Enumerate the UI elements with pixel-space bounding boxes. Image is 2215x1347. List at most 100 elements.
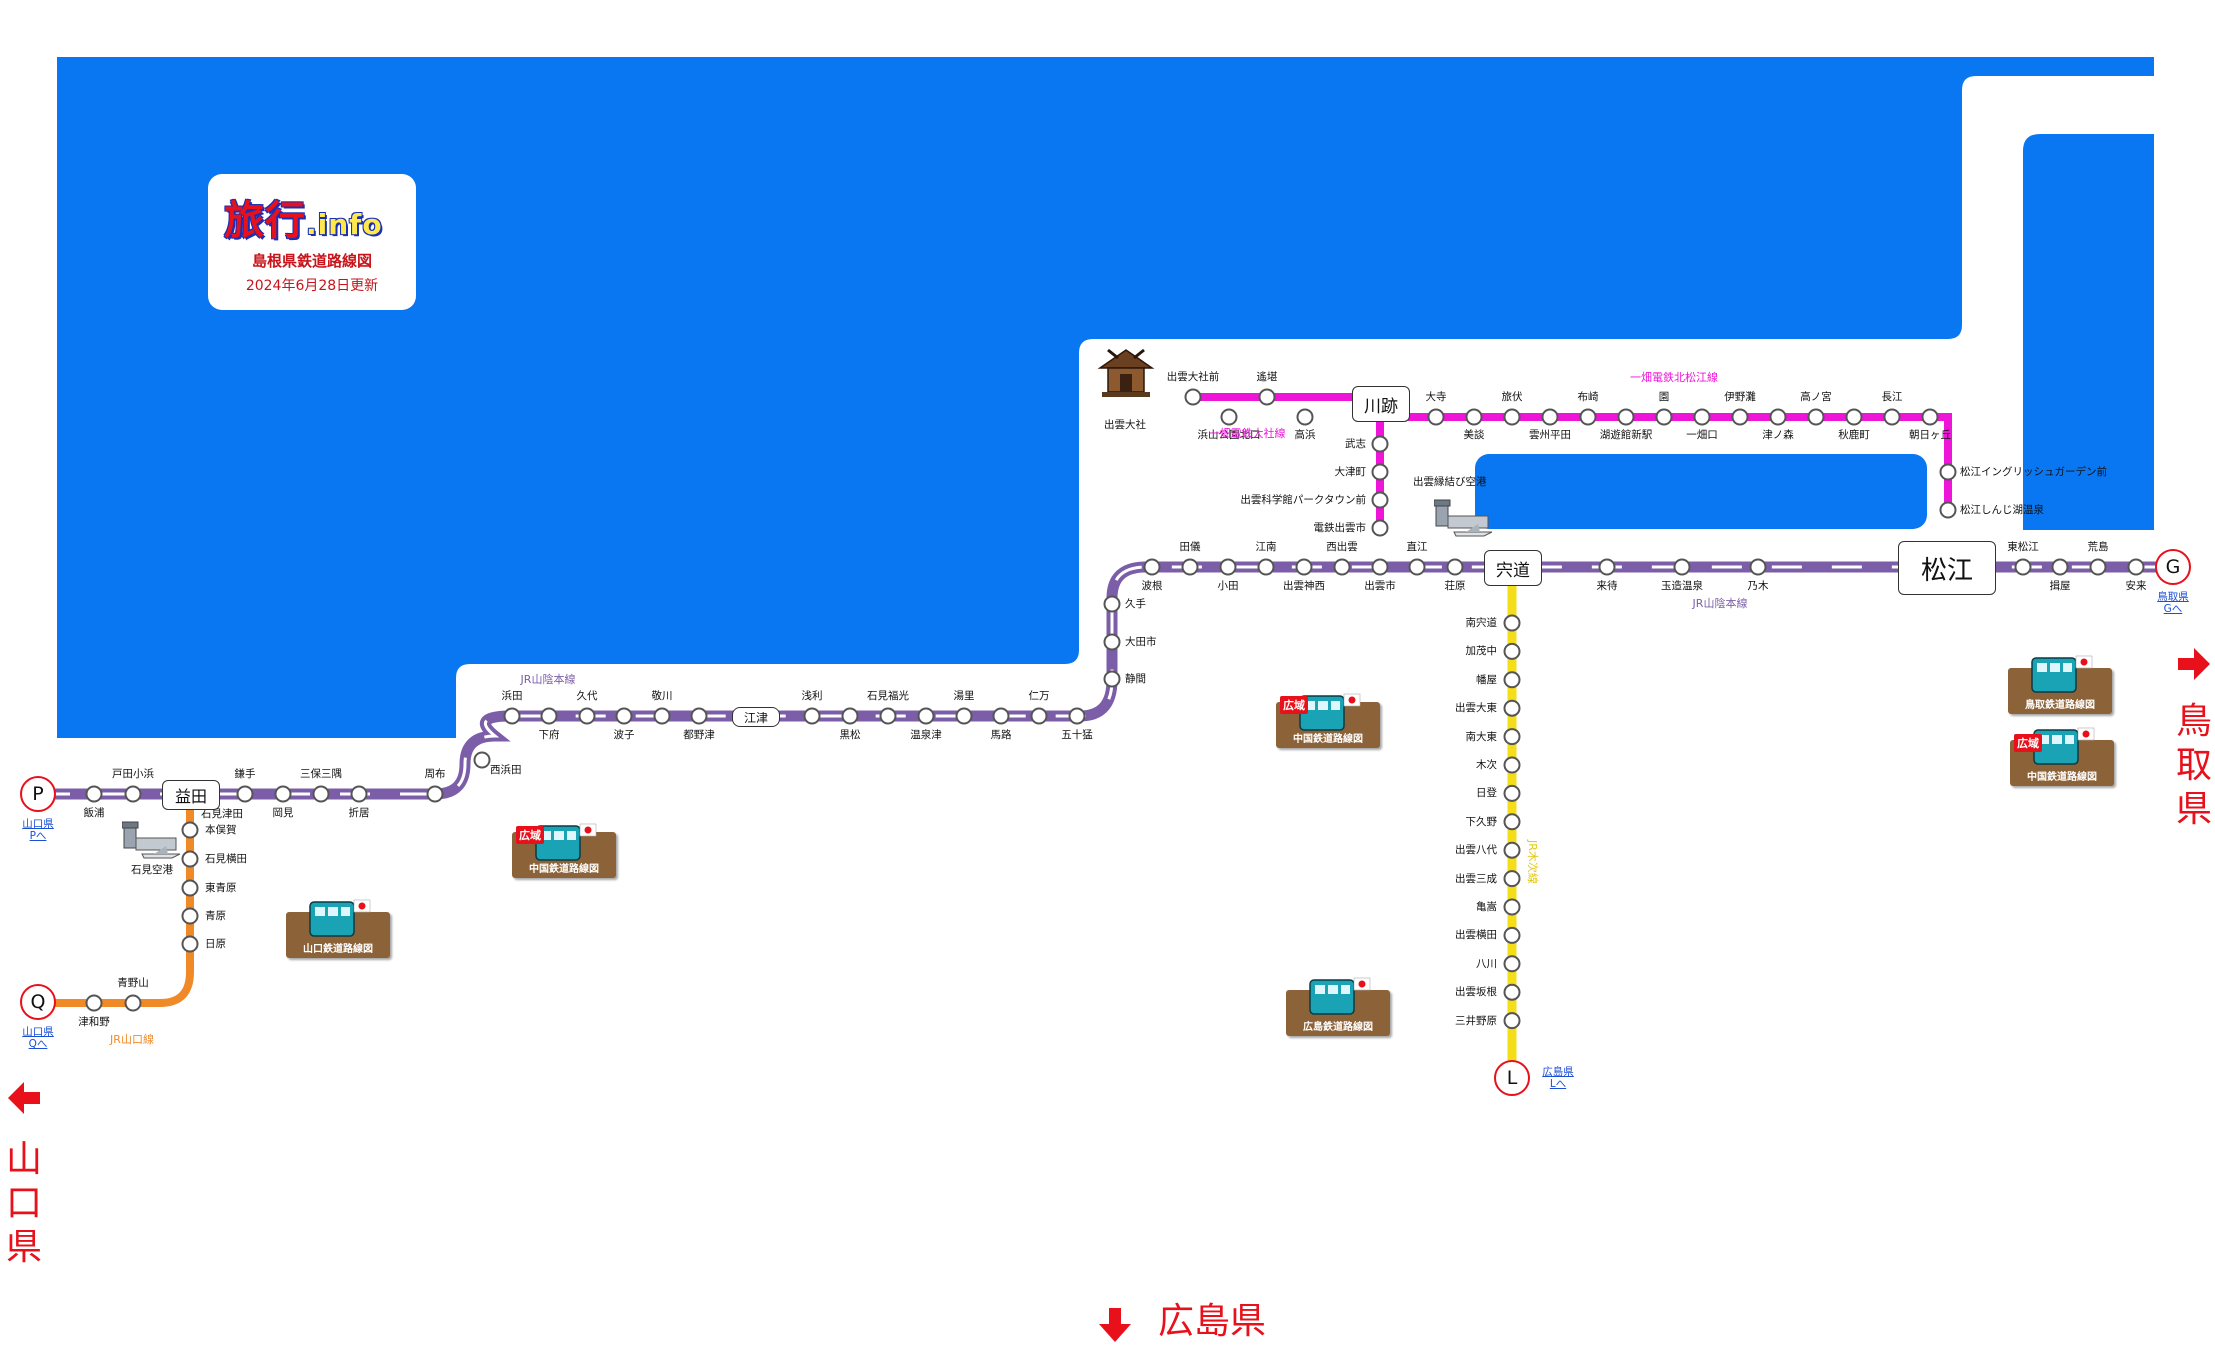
station-dot-sanguchi-1[interactable]	[181, 821, 199, 839]
station-dot-sanin-mid-7[interactable]	[1068, 707, 1086, 725]
airport-icon[interactable]	[1434, 492, 1494, 538]
station-dot-sanin-west-0[interactable]	[85, 785, 103, 803]
station-dot-sanin-mid-19[interactable]	[1446, 558, 1464, 576]
station-dot-sanin-west-10[interactable]	[578, 707, 596, 725]
station-dot-ichibata-kita-7[interactable]	[1693, 408, 1711, 426]
station-dot-kisuki-11[interactable]	[1503, 926, 1521, 944]
station-dot-sanguchi-2[interactable]	[181, 850, 199, 868]
station-dot-ichibata-kita-10[interactable]	[1807, 408, 1825, 426]
station-dot-ichibata-taisha-6[interactable]	[1371, 491, 1389, 509]
station-dot-ichibata-taisha-7[interactable]	[1371, 519, 1389, 537]
station-dot-kisuki-7[interactable]	[1503, 813, 1521, 831]
station-dot-kisuki-0[interactable]	[1503, 614, 1521, 632]
station-dot-sanin-mid-9[interactable]	[1103, 633, 1121, 651]
station-dot-ichibata-kita-11[interactable]	[1845, 408, 1863, 426]
station-dot-ichibata-taisha-0[interactable]	[1184, 388, 1202, 406]
station-dot-sanin-west-6[interactable]	[426, 785, 444, 803]
station-dot-kisuki-6[interactable]	[1503, 784, 1521, 802]
station-dot-ichibata-kita-0[interactable]	[1465, 408, 1483, 426]
station-kawato[interactable]: 川跡	[1352, 386, 1410, 422]
station-dot-sanin-mid-6[interactable]	[1030, 707, 1048, 725]
station-dot-sanin-east-3[interactable]	[2014, 558, 2032, 576]
station-dot-kisuki-13[interactable]	[1503, 983, 1521, 1001]
station-masuda[interactable]: 益田	[162, 780, 220, 810]
station-dot-ichibata-kita-8[interactable]	[1731, 408, 1749, 426]
edge-circle-g[interactable]: G	[2155, 549, 2191, 585]
station-dot-sanin-west-2[interactable]	[236, 785, 254, 803]
station-dot-ichibata-taisha-3[interactable]	[1296, 408, 1314, 426]
station-dot-ichibata-kita-9[interactable]	[1769, 408, 1787, 426]
pref-label-hiroshima[interactable]: 広島県	[1158, 1301, 1267, 1342]
station-dot-sanin-west-7[interactable]	[473, 751, 491, 769]
station-dot-sanin-mid-16[interactable]	[1333, 558, 1351, 576]
arrow-down-icon[interactable]	[1097, 1306, 1133, 1344]
station-dot-sanguchi-4[interactable]	[181, 907, 199, 925]
station-matsue[interactable]: 松江	[1898, 541, 1996, 595]
station-dot-sanin-mid-5[interactable]	[992, 707, 1010, 725]
station-dot-ichibata-kita-15[interactable]	[1939, 501, 1957, 519]
badge-hiroshima[interactable]: 広島鉄道路線図	[1286, 976, 1390, 1038]
station-dot-sanin-mid-10[interactable]	[1103, 595, 1121, 613]
iwami-airport-icon[interactable]	[122, 814, 182, 860]
station-dot-sanin-west-11[interactable]	[615, 707, 633, 725]
station-dot-sanin-west-1[interactable]	[124, 785, 142, 803]
station-dot-sanin-mid-13[interactable]	[1219, 558, 1237, 576]
station-dot-sanin-mid-18[interactable]	[1408, 558, 1426, 576]
station-dot-kisuki-4[interactable]	[1503, 728, 1521, 746]
station-gotsu[interactable]: 江津	[732, 707, 780, 727]
station-dot-sanin-west-3[interactable]	[274, 785, 292, 803]
edge-circle-p[interactable]: P	[20, 776, 56, 812]
station-dot-ichibata-kita-6[interactable]	[1655, 408, 1673, 426]
station-dot-kisuki-8[interactable]	[1503, 841, 1521, 859]
station-dot-sanin-mid-3[interactable]	[917, 707, 935, 725]
station-dot-sanin-west-9[interactable]	[540, 707, 558, 725]
station-dot-ichibata-kita-3[interactable]	[1541, 408, 1559, 426]
station-dot-kisuki-2[interactable]	[1503, 671, 1521, 689]
station-dot-ichibata-kita-2[interactable]	[1503, 408, 1521, 426]
arrow-left-icon[interactable]	[6, 1080, 42, 1116]
logo-card[interactable]: 旅行.info 島根県鉄道路線図 2024年6月28日更新	[208, 174, 416, 310]
station-dot-ichibata-taisha-5[interactable]	[1371, 463, 1389, 481]
station-dot-kisuki-10[interactable]	[1503, 898, 1521, 916]
station-dot-sanin-mid-4[interactable]	[955, 707, 973, 725]
pref-label-yamaguchi[interactable]: 山口県	[6, 1139, 43, 1268]
station-dot-kisuki-1[interactable]	[1503, 642, 1521, 660]
pref-label-tottori[interactable]: 鳥取県	[2176, 701, 2213, 830]
edge-circle-l[interactable]: L	[1494, 1060, 1530, 1096]
station-dot-sanin-mid-11[interactable]	[1143, 558, 1161, 576]
station-dot-ichibata-kita-13[interactable]	[1921, 408, 1939, 426]
badge-tottori[interactable]: 鳥取鉄道路線図	[2008, 654, 2112, 716]
station-dot-sanin-west-12[interactable]	[653, 707, 671, 725]
station-dot-sanin-mid-12[interactable]	[1181, 558, 1199, 576]
station-dot-sanin-mid-2[interactable]	[879, 707, 897, 725]
badge-chugoku-east[interactable]: 広域 中国鉄道路線図	[2010, 726, 2114, 788]
station-dot-sanin-east-0[interactable]	[1598, 558, 1616, 576]
station-dot-kisuki-3[interactable]	[1503, 699, 1521, 717]
station-dot-sanin-west-8[interactable]	[503, 707, 521, 725]
station-dot-ichibata-kita-5[interactable]	[1617, 408, 1635, 426]
station-dot-sanin-mid-1[interactable]	[841, 707, 859, 725]
station-dot-kisuki-5[interactable]	[1503, 756, 1521, 774]
station-dot-sanin-mid-15[interactable]	[1295, 558, 1313, 576]
badge-chugoku-west[interactable]: 広域 中国鉄道路線図	[512, 818, 616, 880]
station-shinji[interactable]: 宍道	[1484, 550, 1542, 586]
station-dot-ichibata-kita-14[interactable]	[1939, 463, 1957, 481]
arrow-right-icon[interactable]	[2176, 646, 2212, 682]
station-dot-sanin-mid-8[interactable]	[1103, 670, 1121, 688]
station-dot-ichibata-kita-1[interactable]	[1427, 408, 1445, 426]
station-dot-sanin-mid-14[interactable]	[1257, 558, 1275, 576]
station-dot-sanin-east-1[interactable]	[1673, 558, 1691, 576]
station-dot-sanin-east-6[interactable]	[2127, 558, 2145, 576]
shrine-icon[interactable]	[1096, 344, 1156, 410]
station-dot-sanguchi-3[interactable]	[181, 879, 199, 897]
badge-chugoku-center[interactable]: 広域 中国鉄道路線図	[1276, 688, 1380, 750]
station-dot-sanin-west-4[interactable]	[312, 785, 330, 803]
edge-circle-q[interactable]: Q	[20, 984, 56, 1020]
station-dot-sanin-east-2[interactable]	[1749, 558, 1767, 576]
station-dot-sanin-west-5[interactable]	[350, 785, 368, 803]
station-dot-sanguchi-5[interactable]	[181, 935, 199, 953]
station-dot-kisuki-12[interactable]	[1503, 955, 1521, 973]
